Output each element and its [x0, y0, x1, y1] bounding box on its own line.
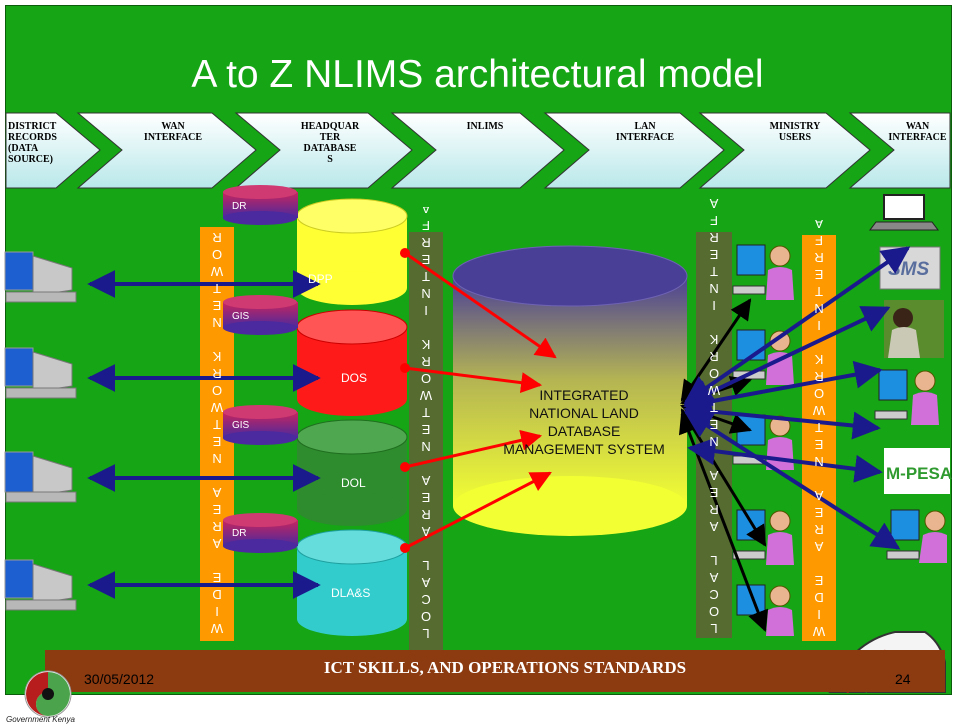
person-photo-icon	[884, 300, 944, 358]
chevron-label-ministry-users: MINISTRY USERS	[769, 121, 821, 143]
lan-bar-left-text: L O C A L A R E A N E T W O R K I N T E …	[419, 207, 433, 641]
computer-icon	[4, 251, 77, 303]
chevron-wan-interface-left	[76, 112, 257, 189]
slide-title: A to Z NLIMS architectural model	[191, 53, 764, 96]
chevron-label-district-records: DISTRICT RECORDS (DATA SOURCE)	[8, 121, 57, 165]
database-label: DOS	[341, 371, 368, 385]
small-db-gis-2	[223, 405, 298, 445]
chevron-label-lan-interface: LAN INTERFACE	[615, 121, 675, 143]
wan-bar-right-text: W I D E A R E A N E T W O R K I N T E R …	[812, 220, 826, 639]
user-at-computer-icon	[732, 509, 794, 565]
database-sync-arrows	[404, 251, 557, 550]
database-label: DPP	[308, 272, 333, 286]
computer-icon	[4, 559, 77, 611]
database-dol	[296, 419, 408, 526]
computer-icon	[4, 451, 77, 503]
user-at-computer-icon	[732, 244, 794, 300]
chevron-label-inlims: INLIMS	[466, 121, 504, 132]
small-db-label: DR	[232, 201, 247, 212]
chevron-ministry-users	[698, 112, 871, 189]
slide-date: 30/05/2012	[84, 671, 155, 687]
database-dpp	[296, 198, 408, 305]
footer-title: ICT SKILLS, AND OPERATIONS STANDARDS	[323, 658, 687, 677]
red-node-dots	[400, 248, 410, 553]
central-database-label: INTEGRATED NATIONAL LAND DATABASE MANAGE…	[503, 387, 665, 457]
user-at-computer-icon	[874, 369, 939, 425]
chevron-label-wan-left: WAN INTERFACE	[143, 121, 203, 143]
laptop-icon	[869, 194, 939, 231]
slide-number: 24	[895, 671, 911, 687]
small-db-label: GIS	[232, 420, 250, 431]
chevron-label-wan-right: WAN INTERFACE	[888, 121, 947, 143]
wan-bar-left-text: W I D E A R E A N E T W O R K N E T W O …	[210, 232, 224, 636]
logo-text: Government Kenya	[6, 715, 75, 724]
wan-connections-right	[683, 246, 911, 550]
chevron-inlims	[390, 112, 565, 189]
database-label: DLA&S	[331, 586, 371, 600]
chevron-headquarter-databases	[234, 112, 413, 189]
computer-icon	[4, 347, 77, 399]
small-db-gis-1	[223, 295, 298, 335]
mpesa-text: M-PESA	[886, 464, 952, 483]
database-label: DOL	[341, 476, 366, 490]
database-dos	[296, 309, 408, 416]
small-db-label: DR	[232, 528, 247, 539]
chevron-district-records	[5, 112, 101, 189]
chevron-wan-interface-right	[848, 112, 951, 189]
user-at-computer-icon	[886, 509, 947, 563]
footer-bar	[45, 650, 945, 692]
wan-connections-left	[87, 270, 321, 599]
process-chevrons	[5, 112, 951, 189]
chevron-lan-interface	[543, 112, 725, 189]
small-db-dr-top	[223, 185, 298, 225]
chevron-label-headquarter-databases: HEADQUAR TER DATABASE S	[300, 121, 360, 165]
sms-text: SMS	[888, 259, 930, 280]
sms-icon: SMS	[879, 246, 941, 290]
small-db-dr-bottom	[223, 513, 298, 553]
lan-bar-right-text: L O C A L A R E A N E T W O R K I N T E …	[707, 197, 721, 636]
lan-bar-left	[409, 232, 443, 652]
government-logo: Government Kenya	[6, 670, 75, 724]
small-db-label: GIS	[232, 311, 250, 322]
mpesa-icon: M-PESA	[884, 448, 952, 494]
